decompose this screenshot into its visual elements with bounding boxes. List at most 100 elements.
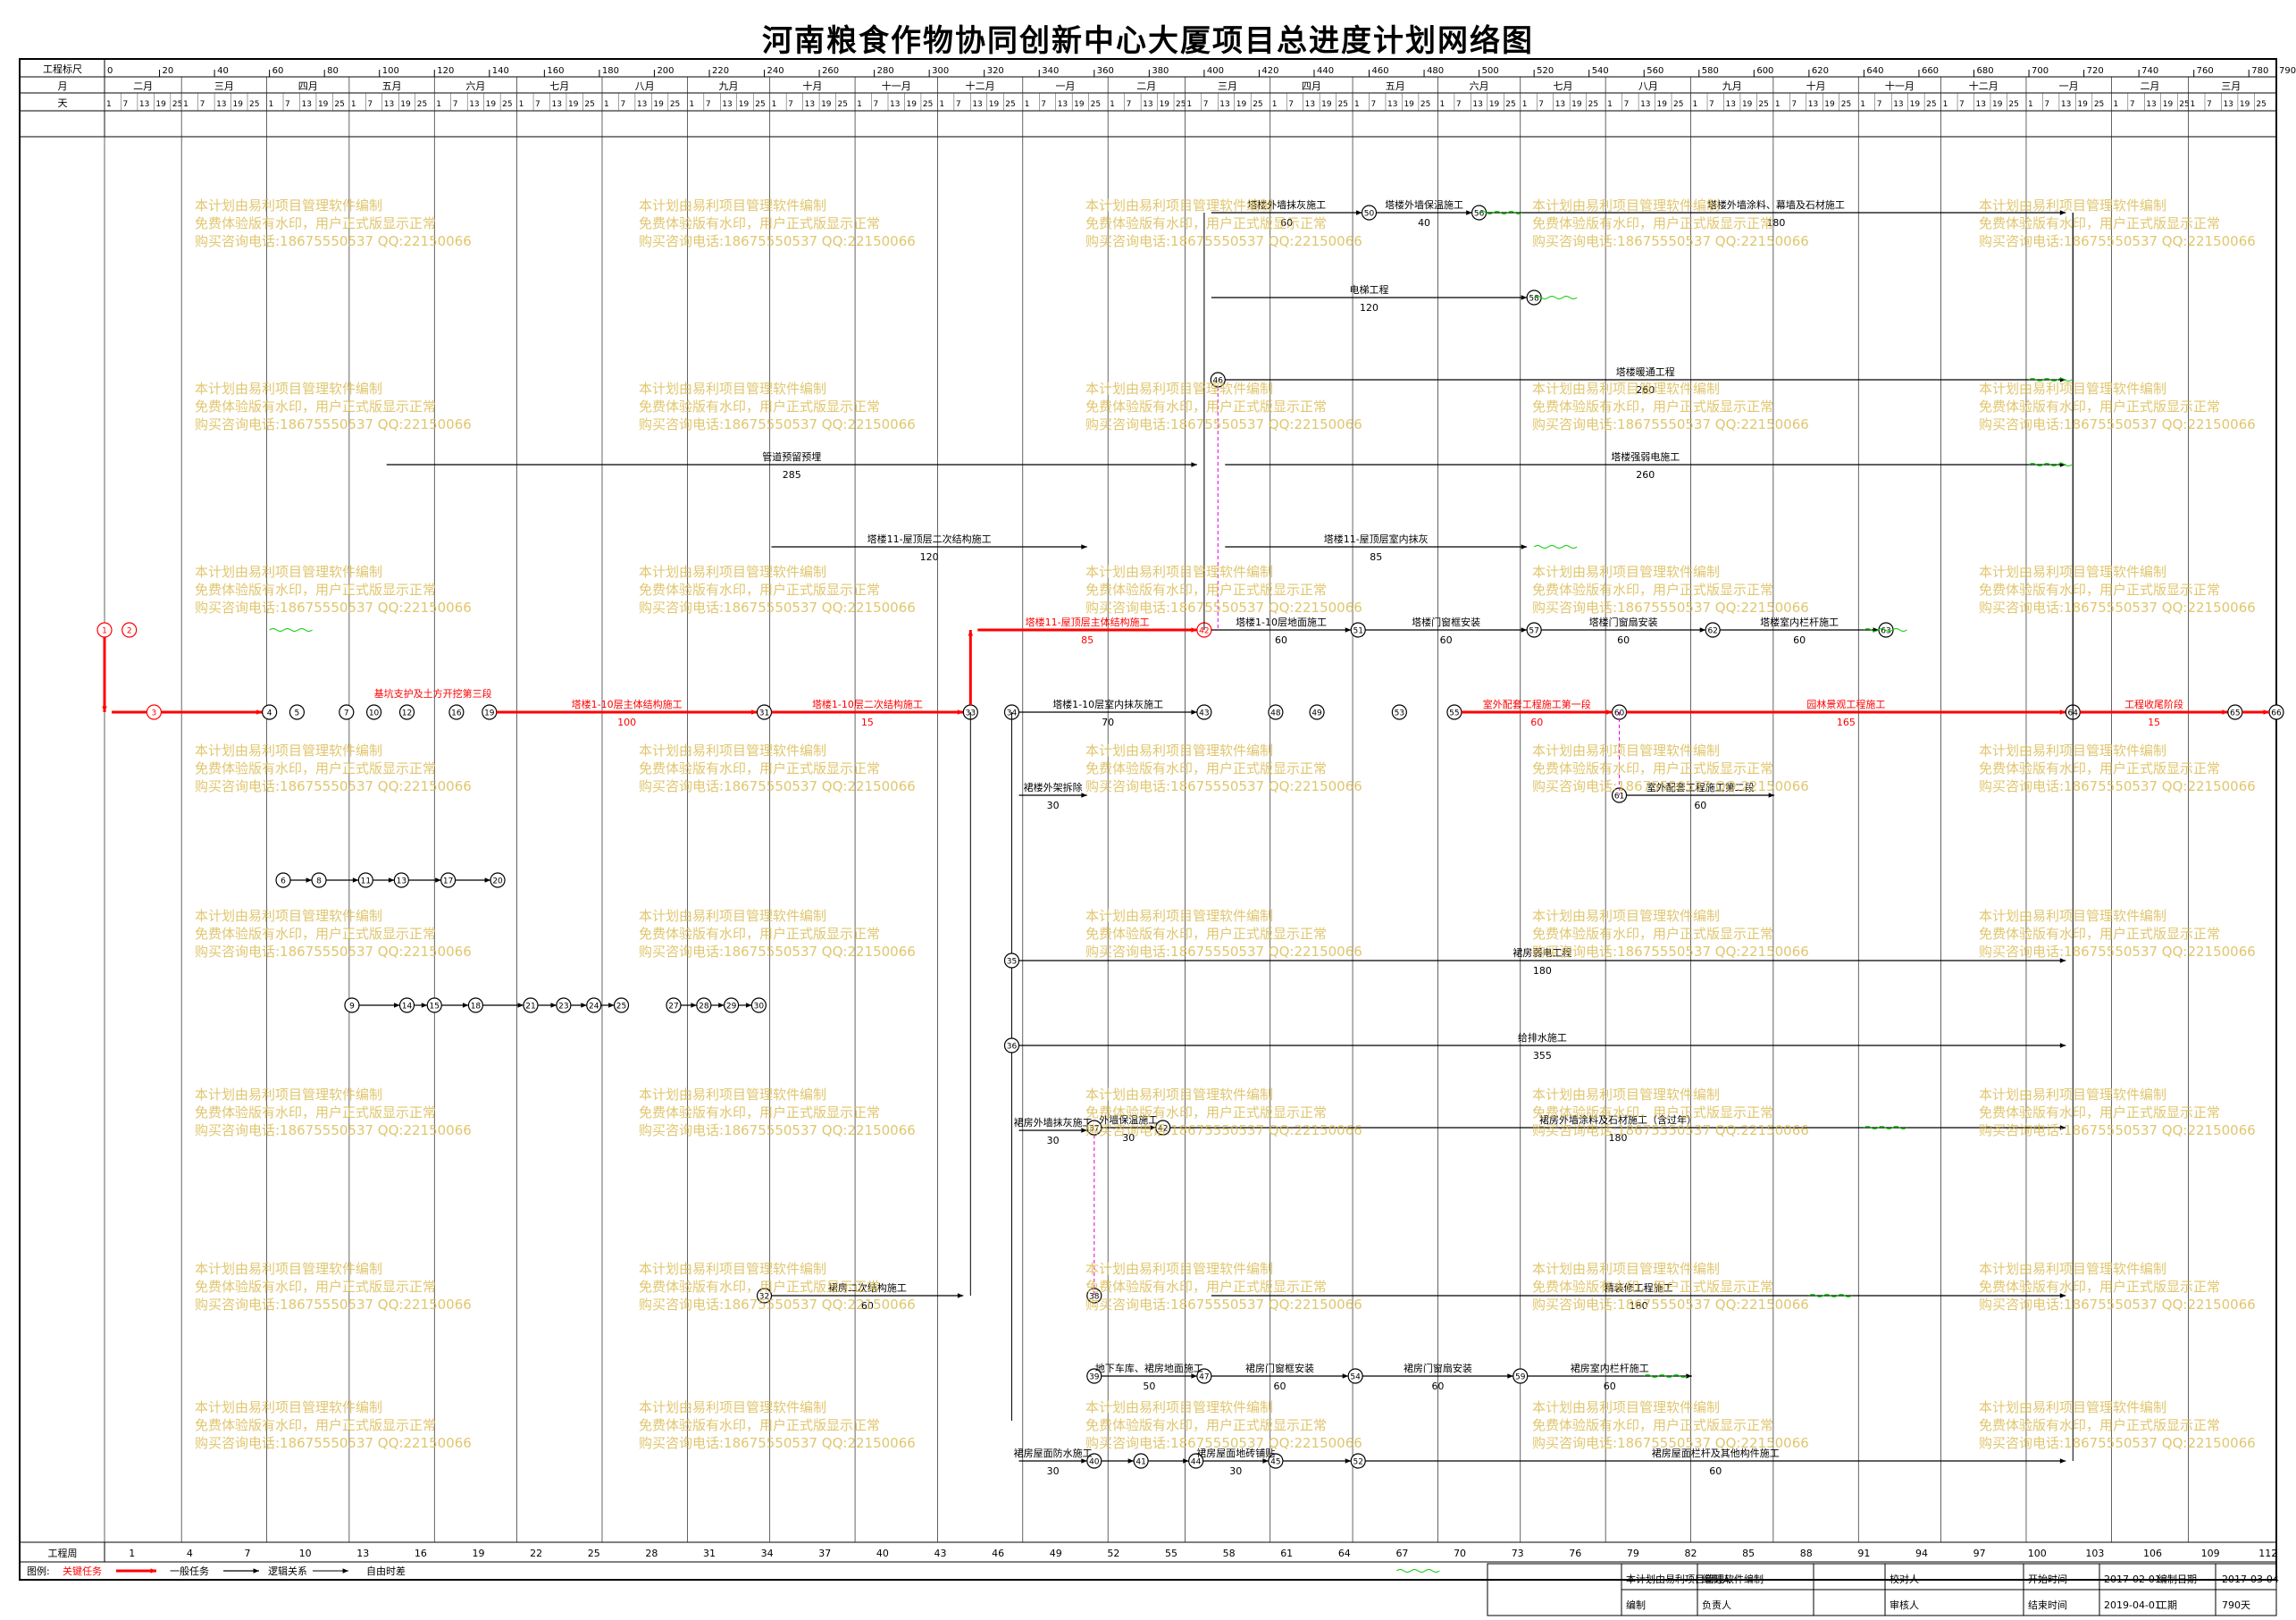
node-number: 48 — [1270, 709, 1281, 718]
day-number: 13 — [1143, 100, 1152, 109]
day-number: 13 — [2146, 100, 2156, 109]
day-number: 25 — [502, 100, 512, 109]
day-number: 13 — [139, 100, 149, 109]
day-number: 7 — [1877, 100, 1882, 109]
title-block-text: 2017-03-04 — [2222, 1574, 2279, 1585]
activity-name: 塔楼11-屋顶层主体结构施工 — [1026, 616, 1150, 628]
title-block-text: 编制日期 — [2158, 1573, 2197, 1585]
scale-tick-label: 20 — [163, 66, 174, 76]
month-name: 四月 — [1302, 80, 1321, 92]
node-number: 50 — [1364, 210, 1375, 219]
node-number: 3 — [152, 709, 157, 718]
scale-tick-label: 140 — [492, 66, 509, 76]
arrow-head — [718, 1003, 725, 1008]
node-number: 51 — [1353, 627, 1362, 636]
node-number: 10 — [369, 709, 380, 718]
day-label: 天 — [58, 97, 68, 109]
month-name: 十月 — [1806, 80, 1826, 92]
event-node — [1391, 704, 1407, 720]
day-number: 25 — [755, 100, 765, 109]
arrow-head — [102, 706, 107, 712]
scale-tick-label: 100 — [382, 66, 399, 76]
node-number: 45 — [1270, 1458, 1280, 1467]
scale-tick-label: 360 — [1097, 66, 1114, 76]
scale-tick-label: 790 — [2279, 66, 2296, 76]
day-number: 19 — [2240, 100, 2250, 109]
week-number: 40 — [876, 1548, 889, 1559]
node-number: 53 — [1395, 709, 1404, 718]
day-number: 1 — [106, 100, 112, 109]
day-number: 13 — [2061, 100, 2071, 109]
scale-tick-label: 380 — [1152, 66, 1169, 76]
day-number: 1 — [1607, 100, 1613, 109]
day-number: 7 — [620, 100, 625, 109]
day-number: 25 — [1338, 100, 1348, 109]
arrow-head — [1183, 1458, 1189, 1464]
node-number: 4 — [267, 709, 272, 718]
arrow-head — [1342, 1373, 1349, 1379]
arrow-head — [2059, 1125, 2066, 1130]
node-number: 1 — [102, 627, 107, 636]
activity-duration: 60 — [1274, 1381, 1286, 1392]
arrow-head — [1081, 544, 1087, 550]
scale-tick-label: 740 — [2141, 66, 2158, 76]
day-number: 19 — [1910, 100, 1921, 109]
day-number: 25 — [1005, 100, 1015, 109]
legend-logic: 逻辑关系 — [268, 1565, 307, 1577]
day-number: 13 — [890, 100, 900, 109]
arrow-head — [388, 877, 395, 883]
week-number: 34 — [761, 1548, 774, 1559]
day-number: 19 — [568, 100, 579, 109]
event-node — [339, 704, 355, 720]
activity-duration: 180 — [1533, 965, 1552, 977]
node-number: 27 — [668, 1003, 678, 1011]
activity-name: 工程收尾阶段 — [2124, 698, 2183, 710]
month-name: 三月 — [2221, 80, 2241, 92]
arrow-head — [256, 709, 263, 715]
scale-tick-label: 0 — [107, 66, 113, 76]
day-number: 25 — [584, 100, 594, 109]
activity-name: 给排水施工 — [1518, 1031, 1567, 1044]
activity-duration: 60 — [1275, 634, 1287, 646]
activity-duration: 40 — [1418, 217, 1430, 229]
arrow-head — [352, 877, 359, 883]
scale-tick-label: 60 — [272, 66, 284, 76]
arrow-head — [306, 877, 313, 883]
activity-name: 裙房屋面地砖铺贴 — [1196, 1447, 1275, 1459]
day-number: 25 — [172, 100, 182, 109]
day-number: 19 — [318, 100, 329, 109]
day-number: 1 — [1354, 100, 1360, 109]
day-number: 7 — [1203, 100, 1209, 109]
day-number: 1 — [857, 100, 862, 109]
activity-duration: 60 — [1617, 634, 1630, 646]
node-number: 14 — [402, 1003, 413, 1011]
event-node — [1268, 704, 1284, 720]
day-number: 7 — [367, 100, 373, 109]
day-number: 25 — [1841, 100, 1851, 109]
day-number: 25 — [249, 100, 259, 109]
day-number: 1 — [519, 100, 524, 109]
month-name: 二月 — [1136, 80, 1156, 92]
month-name: 九月 — [1722, 80, 1742, 92]
activity-duration: 285 — [783, 469, 801, 481]
scale-tick-label: 680 — [1977, 66, 1994, 76]
day-number: 25 — [1420, 100, 1430, 109]
arrow-head — [1686, 1373, 1692, 1379]
scale-tick-label: 460 — [1372, 66, 1389, 76]
day-number: 1 — [604, 100, 609, 109]
arrow-head — [1521, 544, 1528, 550]
node-number: 25 — [616, 1003, 626, 1011]
scale-tick-label: 300 — [932, 66, 949, 76]
free-float-mark — [1864, 1126, 1907, 1129]
day-number: 25 — [923, 100, 933, 109]
day-number: 19 — [155, 100, 166, 109]
arrow-head — [517, 1003, 524, 1008]
activity-name: 裙房屋面防水施工 — [1014, 1447, 1093, 1459]
node-number: 52 — [1353, 1458, 1362, 1467]
week-number: 94 — [1915, 1548, 1928, 1559]
activity-duration: 15 — [861, 717, 874, 728]
activity-name: 塔楼1-10层主体结构施工 — [572, 698, 683, 710]
free-float-mark — [2028, 378, 2073, 382]
arrow-head — [484, 877, 491, 883]
arrow-head — [394, 1003, 400, 1008]
